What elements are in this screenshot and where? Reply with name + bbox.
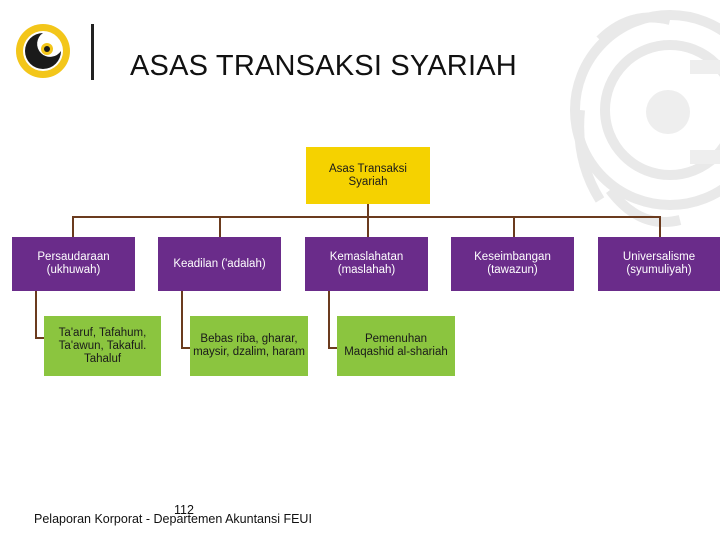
principle-node-keseimbangan: Keseimbangan (tawazun) — [451, 237, 574, 291]
principle-node-kemaslahatan: Kemaslahatan (maslahah) — [305, 237, 428, 291]
page-number: 112 — [174, 503, 194, 517]
connector-detail-3 — [328, 291, 330, 348]
detail-label: Bebas riba, gharar, maysir, dzalim, hara… — [190, 333, 308, 359]
detail-node-persaudaraan: Ta'aruf, Tafahum, Ta'awun, Takaful. Taha… — [44, 316, 161, 376]
root-node: Asas Transaksi Syariah — [306, 147, 430, 204]
connector-drop-4 — [513, 216, 515, 237]
principle-node-persaudaraan: Persaudaraan (ukhuwah) — [12, 237, 135, 291]
principle-node-universalisme: Universalisme (syumuliyah) — [598, 237, 720, 291]
detail-node-keadilan: Bebas riba, gharar, maysir, dzalim, hara… — [190, 316, 308, 376]
detail-node-kemaslahatan: Pemenuhan Maqashid al-shariah — [337, 316, 455, 376]
principle-label: Persaudaraan (ukhuwah) — [12, 251, 135, 277]
connector-root-stem — [367, 204, 369, 216]
title-divider — [91, 24, 94, 80]
page-title: ASAS TRANSAKSI SYARIAH — [130, 50, 517, 83]
footer-text: Pelaporan Korporat - Departemen Akuntans… — [34, 512, 312, 526]
connector-detail-1 — [35, 291, 37, 338]
connector-detail-3-h — [328, 347, 337, 349]
detail-label: Pemenuhan Maqashid al-shariah — [337, 333, 455, 359]
principle-node-keadilan: Keadilan ('adalah) — [158, 237, 281, 291]
connector-drop-3 — [367, 216, 369, 237]
connector-drop-2 — [219, 216, 221, 237]
root-node-label: Asas Transaksi Syariah — [306, 163, 430, 189]
connector-detail-1-h — [35, 337, 44, 339]
university-logo — [14, 22, 72, 80]
principle-label: Keseimbangan (tawazun) — [451, 251, 574, 277]
principle-label: Universalisme (syumuliyah) — [598, 251, 720, 277]
connector-detail-2-h — [181, 347, 190, 349]
connector-detail-2 — [181, 291, 183, 348]
connector-drop-1 — [72, 216, 74, 237]
connector-drop-5 — [659, 216, 661, 237]
principle-label: Kemaslahatan (maslahah) — [305, 251, 428, 277]
principle-label: Keadilan ('adalah) — [165, 258, 273, 271]
detail-label: Ta'aruf, Tafahum, Ta'awun, Takaful. Taha… — [44, 327, 161, 366]
